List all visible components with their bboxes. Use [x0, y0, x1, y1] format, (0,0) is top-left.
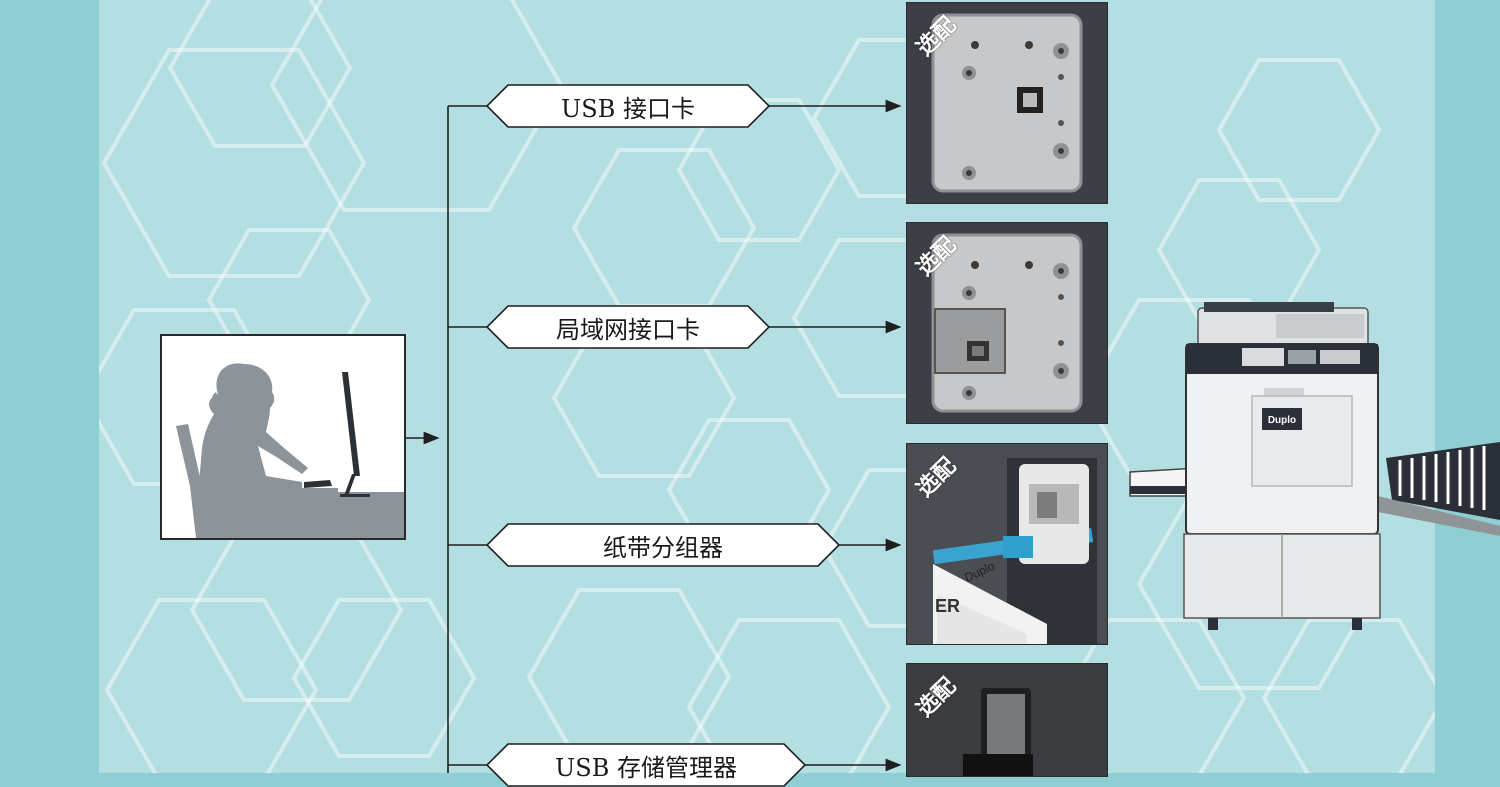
- branch-label-text: USB 接口卡: [561, 94, 695, 123]
- branch-label-text: 局域网接口卡: [556, 315, 700, 344]
- branch-label-usb-card: USB 接口卡: [486, 84, 770, 128]
- sorter-photo: Duplo ER 选配: [906, 443, 1108, 645]
- branch-label-text: USB 存储管理器: [555, 753, 737, 782]
- sorter-paper-print-partial: ER: [935, 596, 960, 616]
- usb-storage-photo: 选配: [906, 663, 1108, 777]
- branch-label-usb-storage: USB 存储管理器: [486, 743, 806, 787]
- lan-card-photo: 选配: [906, 222, 1108, 424]
- branch-label-sorter: 纸带分组器: [486, 523, 840, 567]
- branch-label-lan-card: 局域网接口卡: [486, 305, 770, 349]
- usb-port-icon: [931, 13, 1083, 193]
- usb-card-photo: 选配: [906, 2, 1108, 204]
- user-computer-illustration: [160, 334, 406, 540]
- user-silhouette-icon: [176, 363, 404, 538]
- branch-label-text: 纸带分组器: [603, 533, 723, 562]
- usb-storage-icon: [907, 664, 1107, 776]
- printer-icon: Duplo: [1129, 302, 1500, 630]
- printer-brand-label: Duplo: [1268, 415, 1296, 426]
- tape-sorter-icon: Duplo ER: [907, 444, 1107, 644]
- lan-port-icon: [931, 233, 1083, 413]
- duplicator-machine: Duplo: [1128, 300, 1500, 644]
